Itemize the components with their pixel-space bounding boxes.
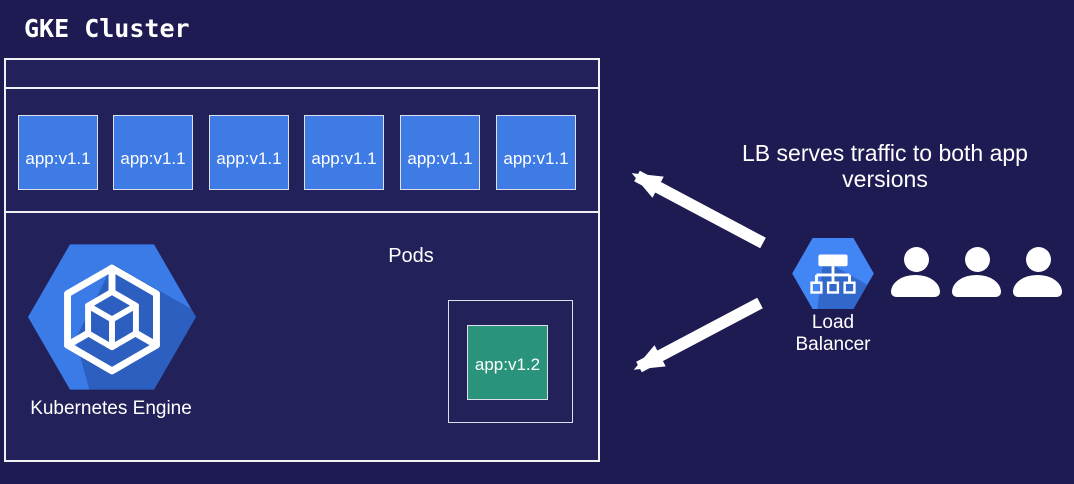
kubernetes-engine-label: Kubernetes Engine bbox=[30, 398, 192, 419]
pods-label: Pods bbox=[388, 245, 434, 267]
user-icon bbox=[891, 247, 941, 297]
pods-row-divider bbox=[4, 211, 600, 213]
user-head bbox=[964, 247, 990, 272]
pod-v1-4: app:v1.1 bbox=[304, 115, 384, 190]
gke-cube-glyph bbox=[64, 264, 160, 375]
pod-v1-2: app:v1.1 bbox=[113, 115, 193, 190]
user-head bbox=[1025, 247, 1051, 272]
user-torso bbox=[891, 275, 940, 297]
user-head bbox=[903, 247, 929, 272]
user-torso bbox=[1013, 275, 1062, 297]
pod-v1-3: app:v1.1 bbox=[209, 115, 289, 190]
pod-v2: app:v1.2 bbox=[467, 325, 548, 400]
user-torso bbox=[952, 275, 1001, 297]
pod-v1-1: app:v1.1 bbox=[18, 115, 98, 190]
load-balancer-label: Load Balancer bbox=[795, 312, 871, 355]
load-balancer-hexagon-icon bbox=[792, 238, 874, 309]
pod-v1-5: app:v1.1 bbox=[400, 115, 480, 190]
gke-hexagon-cube-icon bbox=[28, 244, 196, 390]
arrow-to-v2-pod bbox=[633, 297, 763, 373]
pod-v1-6: app:v1.1 bbox=[496, 115, 576, 190]
new-pod-container bbox=[448, 300, 573, 423]
user-icon bbox=[1013, 247, 1063, 297]
diagram-title: GKE Cluster bbox=[24, 14, 190, 43]
lb-tree-glyph bbox=[810, 254, 856, 294]
cluster-header-divider bbox=[4, 87, 600, 89]
user-icon bbox=[952, 247, 1002, 297]
annotation-text: LB serves traffic to both app versions bbox=[742, 140, 1028, 192]
